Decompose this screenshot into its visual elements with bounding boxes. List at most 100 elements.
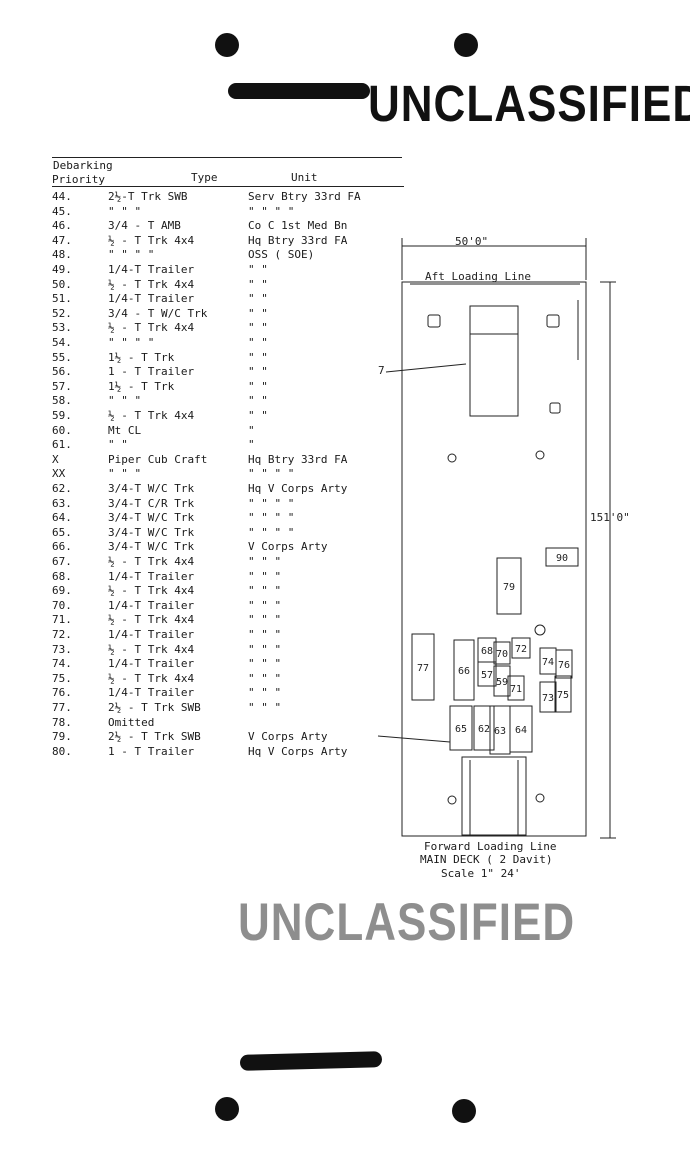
row-type: " " " [108,394,142,408]
forward-loading-label: Forward Loading Line [424,840,557,853]
row-number: 53. [52,321,72,335]
slot-label-74: 74 [542,657,554,668]
table-row: 65.3/4-T W/C Trk" " " " [0,526,400,541]
table-row: 72.1/4-T Trailer" " " [0,628,400,643]
row-unit: " " [248,350,268,364]
deck-label: MAIN DECK ( 2 Davit) [420,853,553,866]
slot-73 [539,681,557,713]
row-type: " " " [108,467,142,481]
row-unit: Hq Btry 33rd FA [248,452,348,466]
row-unit: " " " [248,628,282,641]
row-number: 47. [52,233,72,247]
row-unit: OSS ( SOE) [248,248,315,262]
slot-76 [555,649,573,679]
row-unit: " [248,438,255,452]
table-row: 50. ½ - T Trk 4x4 " " [0,278,400,293]
punch-hole-bottom-left [215,1097,239,1121]
table-row: 76.1/4-T Trailer" " " [0,686,400,701]
row-unit: " " " " [248,496,295,510]
row-type: 1/4-T Trailer [108,628,195,641]
row-type: Mt CL [108,423,142,437]
slot-label-76: 76 [558,660,570,671]
row-number: 45. [52,204,72,218]
scale-label: Scale 1" 24' [441,867,521,880]
slot-72 [511,637,531,659]
row-unit: V Corps Arty [248,730,328,744]
row-number: 61. [52,438,72,452]
table-row: 68.1/4-T Trailer" " " [0,570,400,585]
row-type: ½ - T Trk 4x4 [108,584,195,598]
row-number: 59. [52,409,72,422]
slot-label-70: 70 [496,649,508,660]
row-unit: " " [248,306,268,320]
row-type: 2½ - T Trk SWB [108,730,201,744]
row-unit: " " [248,379,268,393]
row-type: 3/4-T W/C Trk [108,540,195,554]
row-number: 66. [52,540,72,554]
row-type: 2½-T Trk SWB [108,190,188,203]
row-type: Piper Cub Craft [108,452,208,466]
row-unit: Hq V Corps Arty [248,482,348,495]
row-unit: " " " [248,701,282,714]
table-row: 70.1/4-T Trailer" " " [0,599,400,614]
row-type: " " [108,438,128,452]
slot-71 [507,675,525,701]
pointer-arrow-2 [377,735,451,743]
table-row: 64.3/4-T W/C Trk" " " " [0,511,400,526]
row-type: " " " " [108,248,155,262]
row-type: 1½ - T Trk [108,379,175,393]
table-row: 51.1/4-T Trailer" " [0,292,400,307]
row-type: 1/4-T Trailer [108,598,195,612]
table-row: 60.Mt CL" [0,424,400,439]
row-unit: " " [248,277,268,291]
bollard-1 [427,314,441,328]
row-number: 52. [52,306,72,320]
punch-hole-top-right [454,33,478,57]
row-number: 71. [52,613,72,627]
row-unit: " " [248,321,268,335]
row-type: ½ - T Trk 4x4 [108,321,195,335]
hatch-aft [469,305,519,417]
row-number: 50. [52,277,72,291]
row-type: ½ - T Trk 4x4 [108,277,195,291]
row-number: 79. [52,730,72,744]
slot-70 [493,641,511,665]
slot-label-68: 68 [481,646,493,657]
row-type: ½ - T Trk 4x4 [108,555,195,568]
row-unit: " " " [248,613,282,627]
row-unit: Serv Btry 33rd FA [248,190,361,203]
slot-label-62: 62 [478,724,490,735]
row-number: 70. [52,598,72,612]
row-type: 1/4-T Trailer [108,263,195,276]
slot-59 [493,665,511,697]
table-row: 49.1/4-T Trailer" " [0,263,400,278]
row-type: ½ - T Trk 4x4 [108,642,195,656]
slot-65 [449,705,473,751]
row-number: 55. [52,350,72,364]
row-type: 1/4-T Trailer [108,292,195,306]
row-unit: " " " " [248,525,295,539]
row-unit: " " [248,263,268,276]
table-row: 61. " " " [0,438,400,453]
slot-90 [545,547,579,567]
row-unit: " " " [248,569,282,583]
row-unit: " " [248,394,268,408]
hatch-forward [461,756,527,836]
table-row: 56.1 - T Trailer" " [0,365,400,380]
table-row: 67.½ - T Trk 4x4" " " [0,555,400,570]
row-number: 63. [52,496,72,510]
bollard-3 [549,402,561,414]
header-priority: Priority [52,173,105,186]
slot-64 [509,705,533,753]
table-row: 77.2½ - T Trk SWB" " " [0,701,400,716]
header-unit: Unit [291,171,318,184]
row-unit: " " [248,365,268,379]
row-type: 3/4-T C/R Trk [108,496,195,510]
table-row: 52. 3/4 - T W/C Trk " " [0,307,400,322]
row-type: 3/4 - T W/C Trk [108,306,208,320]
row-unit: " " [248,292,268,306]
row-type: ½ - T Trk 4x4 [108,409,195,422]
length-label: 151'0" [590,511,630,524]
row-number: 65. [52,525,72,539]
